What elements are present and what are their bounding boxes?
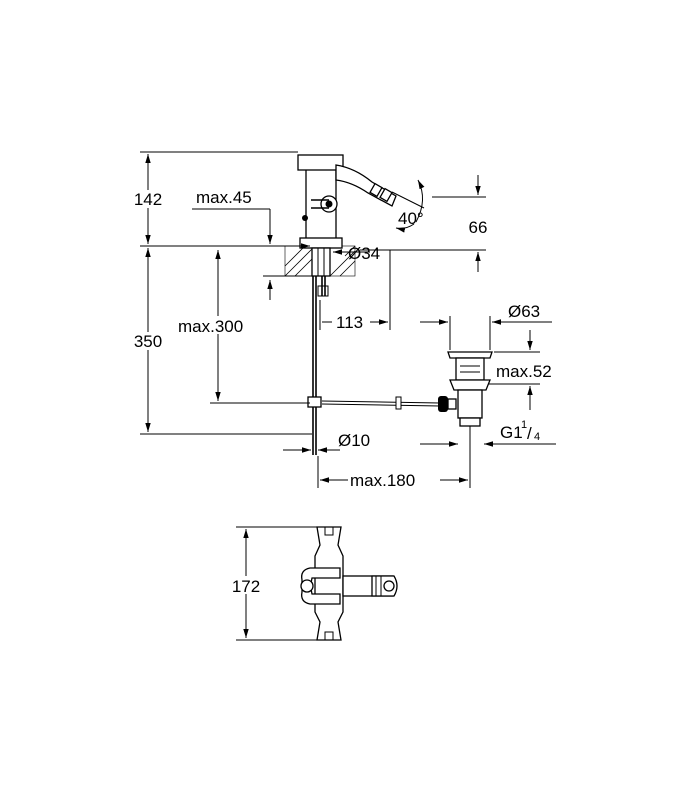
dim-142: [130, 151, 300, 247]
dim-max300: [178, 250, 310, 404]
dim-113-label: 113: [336, 313, 363, 332]
dim-max52-label: max.52: [496, 362, 552, 381]
dim-diameter34-label: Ø34: [348, 244, 380, 263]
dim-thread-label: G1: [500, 423, 523, 442]
dim-max300-label: max.300: [178, 317, 243, 336]
dim-angle40: [391, 179, 425, 233]
dim-max180-label: max.180: [350, 471, 415, 490]
dim-diameter10-label: Ø10: [338, 431, 370, 450]
dim-max45-label: max.45: [196, 188, 252, 207]
side-view: 142 max.45 Ø34 40° 66: [128, 151, 556, 490]
dim-350-label: 350: [134, 332, 162, 351]
dim-diameter34: [297, 243, 370, 255]
drain-waste: [447, 351, 493, 427]
dim-350: [128, 248, 312, 435]
top-view: [228, 526, 398, 641]
dim-max180: [317, 426, 471, 488]
dim-max52: [488, 330, 540, 410]
dim-max45: [192, 208, 312, 300]
dim-angle40-label: 40°: [398, 209, 424, 228]
dim-diameter63-label: Ø63: [508, 302, 540, 321]
dim-142-label: 142: [134, 190, 162, 209]
dim-113: [319, 250, 391, 330]
popup-rod: [321, 396, 457, 412]
dim-diameter63: [420, 316, 552, 350]
dim-66: [360, 175, 486, 272]
dim-66-label: 66: [469, 218, 488, 237]
faucet-body: [297, 154, 397, 455]
dim-thread-slash: /: [527, 424, 532, 443]
dim-172-label: 172: [232, 577, 260, 596]
dim-thread-denominator: 4: [534, 431, 540, 443]
dim-thread-numerator: 1: [521, 419, 527, 431]
